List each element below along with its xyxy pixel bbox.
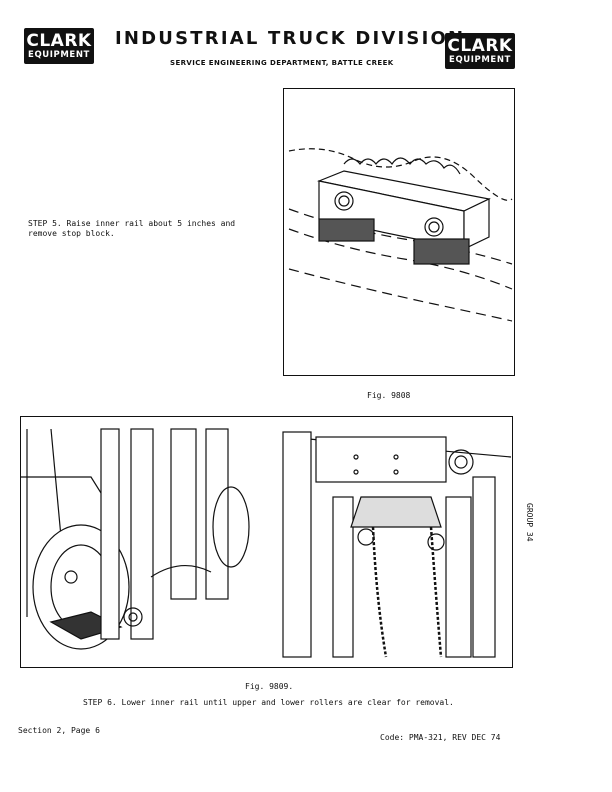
step6-text: STEP 6. Lower inner rail until upper and… xyxy=(83,698,454,707)
logo-left-brand: CLARK xyxy=(26,30,92,51)
figure-9809 xyxy=(20,416,513,668)
logo-left-sub: EQUIPMENT xyxy=(28,49,90,60)
fig-9809-caption: Fig. 9809. xyxy=(245,682,294,691)
stop-block-illustration xyxy=(288,148,513,322)
group-side-label: GROUP 34 xyxy=(525,503,534,542)
page-subtitle: SERVICE ENGINEERING DEPARTMENT, BATTLE C… xyxy=(170,59,394,67)
mast-rollers-illustration xyxy=(21,428,512,658)
step5-line2: remove stop block. xyxy=(28,229,115,238)
fig-9808-caption: Fig. 9808 xyxy=(367,391,411,400)
clark-logo-right: CLARK EQUIPMENT xyxy=(445,33,515,69)
logo-right-sub: EQUIPMENT xyxy=(449,54,511,65)
clark-logo-left: CLARK EQUIPMENT xyxy=(24,28,94,64)
logo-right-brand: CLARK xyxy=(447,35,513,56)
step5-line1: STEP 5. Raise inner rail about 5 inches … xyxy=(28,219,236,228)
footer-code: Code: PMA-321, REV DEC 74 xyxy=(380,733,501,742)
figure-9808 xyxy=(283,88,515,376)
footer-section: Section 2, Page 6 xyxy=(18,726,100,735)
step5-text: STEP 5. Raise inner rail about 5 inches … xyxy=(28,219,235,239)
page-title: INDUSTRIAL TRUCK DIVISION xyxy=(115,28,466,49)
